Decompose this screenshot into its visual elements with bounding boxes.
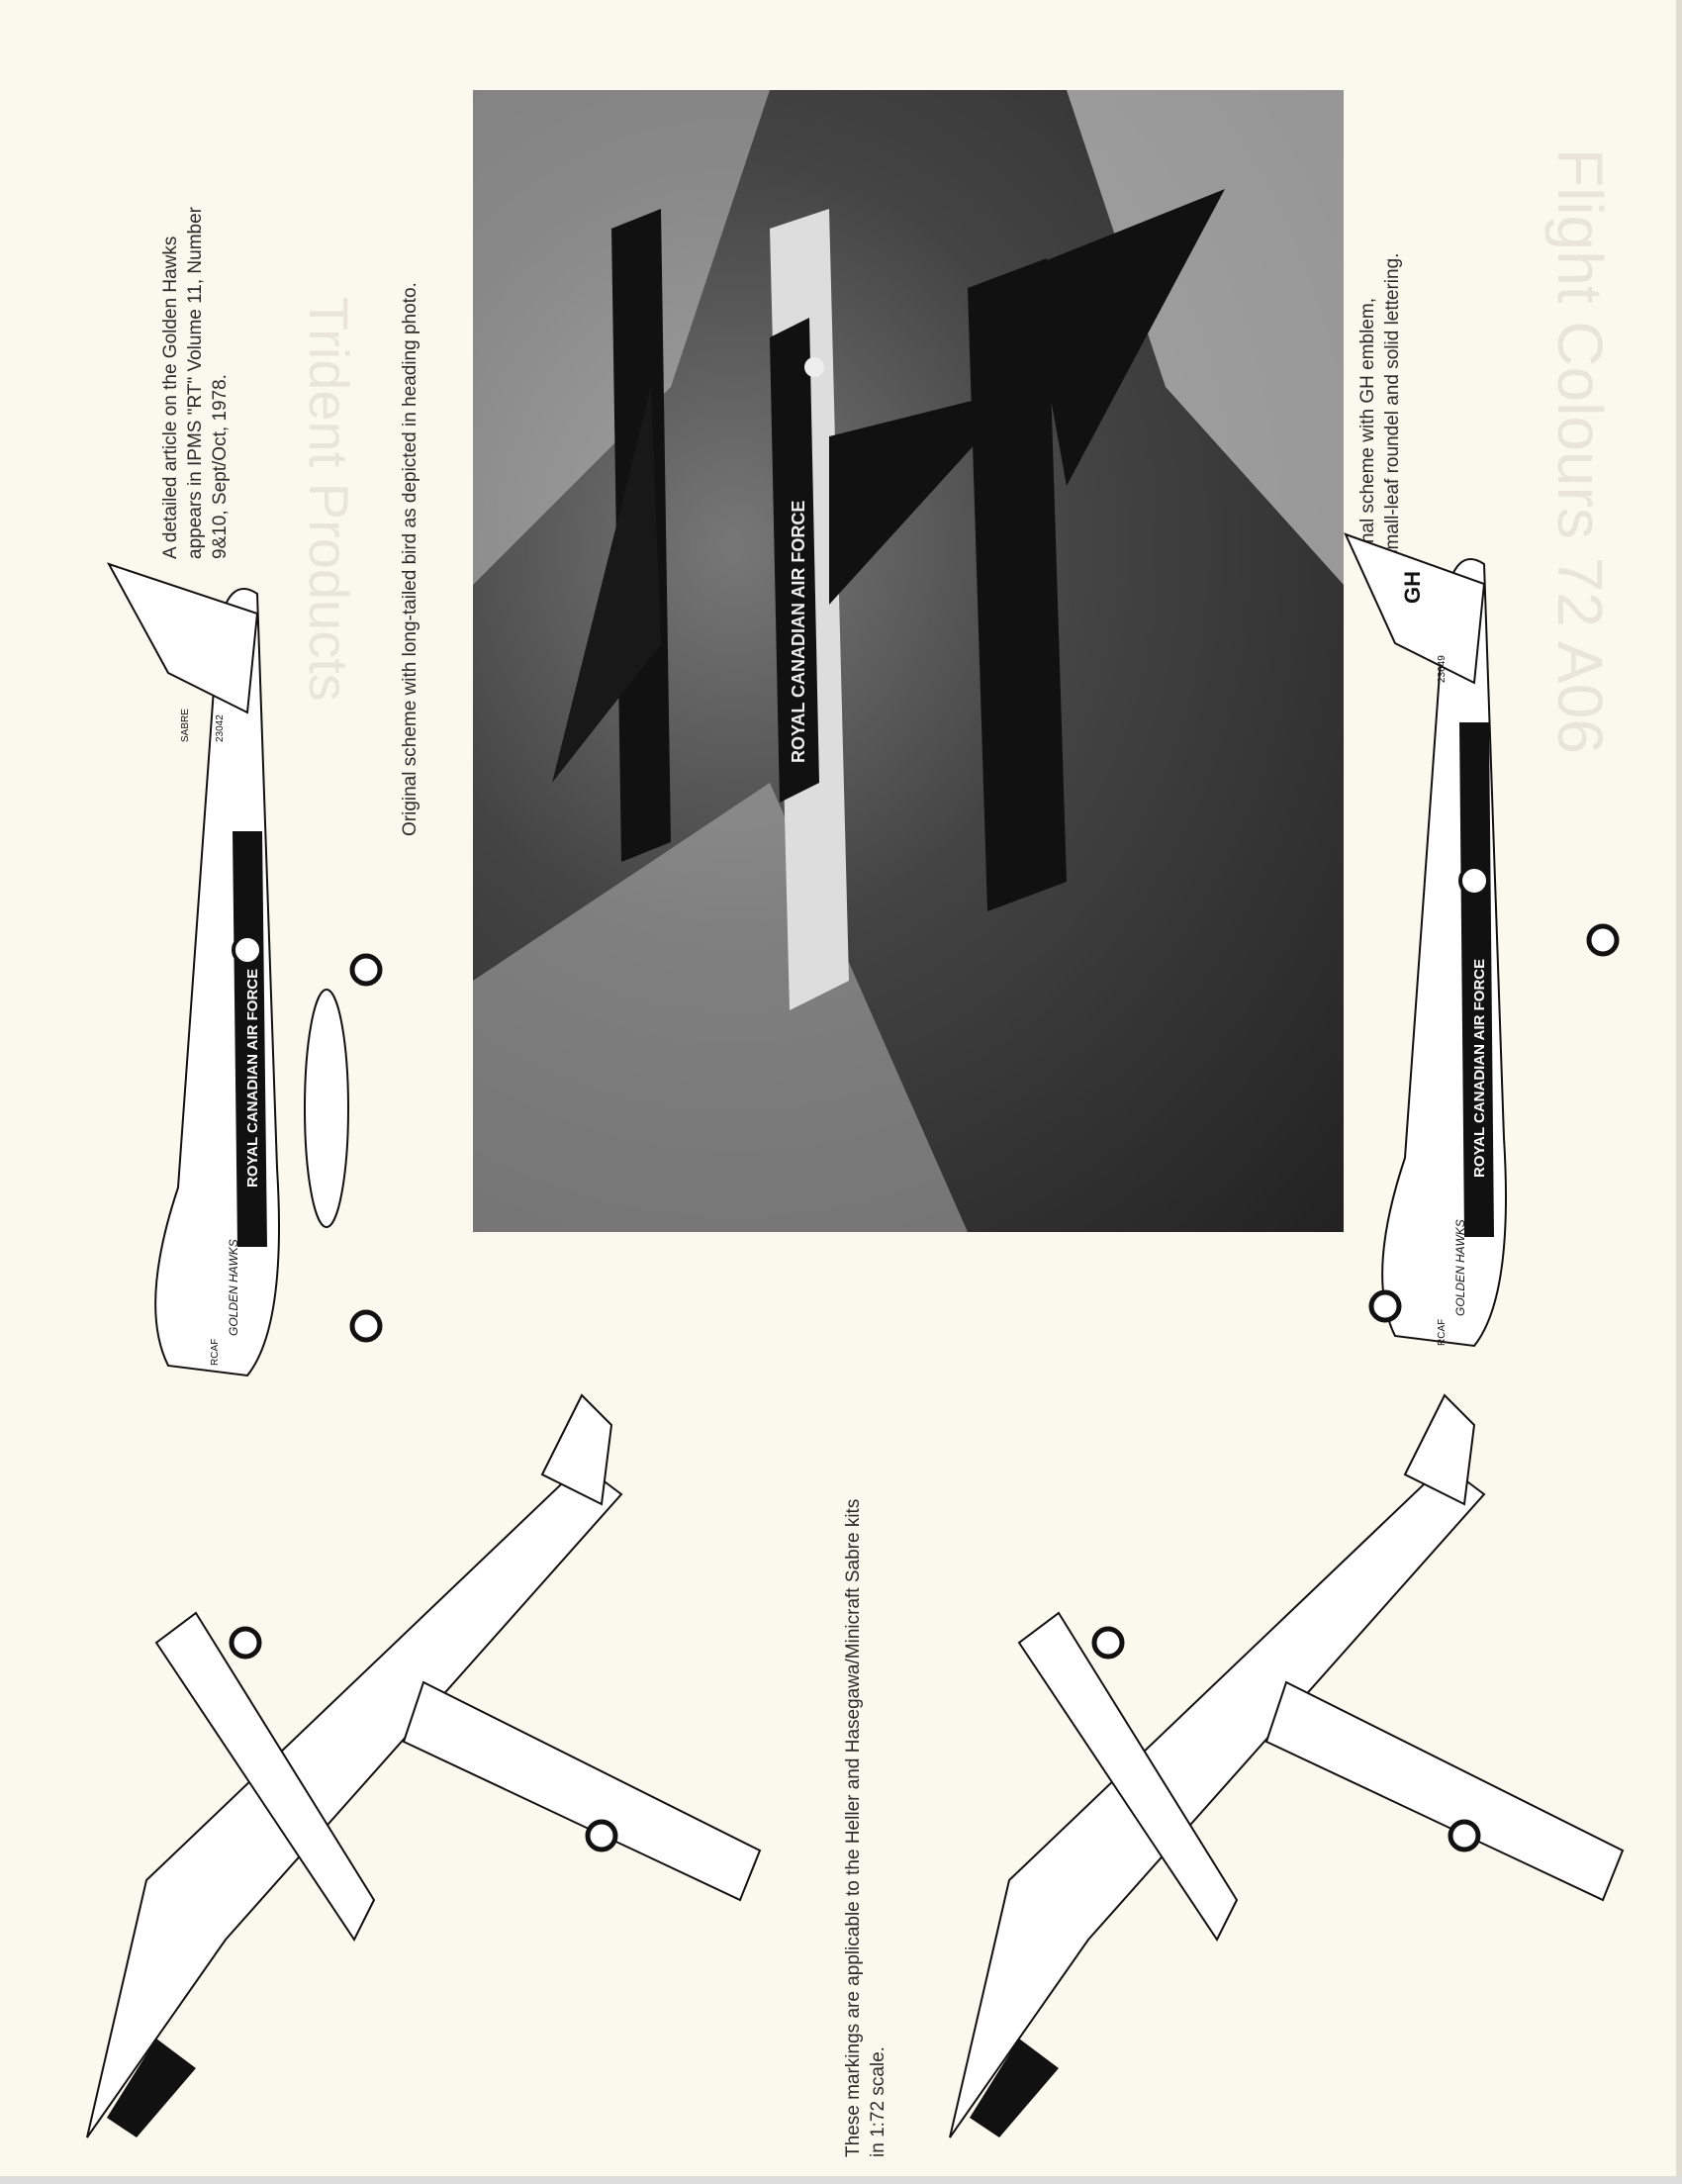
tail-emblem: GH [1400, 571, 1425, 604]
serial-number: 23649 [1437, 655, 1448, 683]
final-scheme-line: Final scheme with GH emblem, [1357, 298, 1378, 559]
original-scheme-side-view: ROYAL CANADIAN AIR FORCE GOLDEN HAWKS SA… [106, 562, 383, 1377]
final-scheme-plan-view [949, 1393, 1625, 2138]
photo-fuselage-lettering: ROYAL CANADIAN AIR FORCE [789, 501, 808, 763]
final-scheme-caption: Final scheme with GH emblem, small-leaf … [1355, 94, 1405, 559]
photo-sabre-right [968, 189, 1225, 911]
fuselage-lettering: ROYAL CANADIAN AIR FORCE [244, 969, 261, 1187]
applicability-line: These markings are applicable to the Hel… [843, 1498, 864, 2157]
page-edge [1676, 0, 1682, 2184]
article-note: A detailed article on the Golden Hawks a… [158, 84, 233, 559]
photo-sabre-lead: ROYAL CANADIAN AIR FORCE [770, 209, 1027, 1010]
bleed-through-title: Flight Colours 72 A06 [1544, 148, 1616, 754]
article-note-line: 9&10, Sept/Oct, 1978. [210, 374, 231, 559]
scan-bottom-edge [0, 2176, 1682, 2184]
final-scheme-side-view: ROYAL CANADIAN AIR FORCE GOLDEN HAWKS 23… [1344, 532, 1620, 1348]
nose-lettering: GOLDEN HAWKS [227, 1239, 240, 1336]
fuselage-lettering: ROYAL CANADIAN AIR FORCE [1471, 959, 1488, 1178]
applicability-note: These markings are applicable to the Hel… [841, 1282, 890, 2157]
bleed-through-publisher: Trident Products [298, 297, 360, 702]
nose-code: RCAF [210, 1339, 221, 1366]
heading-photo-formation: ROYAL CANADIAN AIR FORCE [473, 90, 1344, 1232]
photo-sabre-upper [552, 209, 671, 862]
final-scheme-line: small-leaf roundel and solid lettering. [1382, 252, 1403, 559]
roundel-icon [1458, 865, 1490, 897]
roundel-icon [232, 934, 263, 966]
applicability-line: in 1:72 scale. [868, 2046, 888, 2157]
serial-number: 23042 [215, 714, 226, 742]
nose-lettering: GOLDEN HAWKS [1453, 1219, 1467, 1316]
tail-type: SABRE [180, 709, 191, 742]
article-note-line: A detailed article on the Golden Hawks [160, 236, 181, 559]
article-note-line: appears in IPMS "RT" Volume 11, Number [185, 207, 206, 559]
original-scheme-plan-view [86, 1393, 762, 2138]
nose-code: RCAF [1437, 1319, 1448, 1346]
